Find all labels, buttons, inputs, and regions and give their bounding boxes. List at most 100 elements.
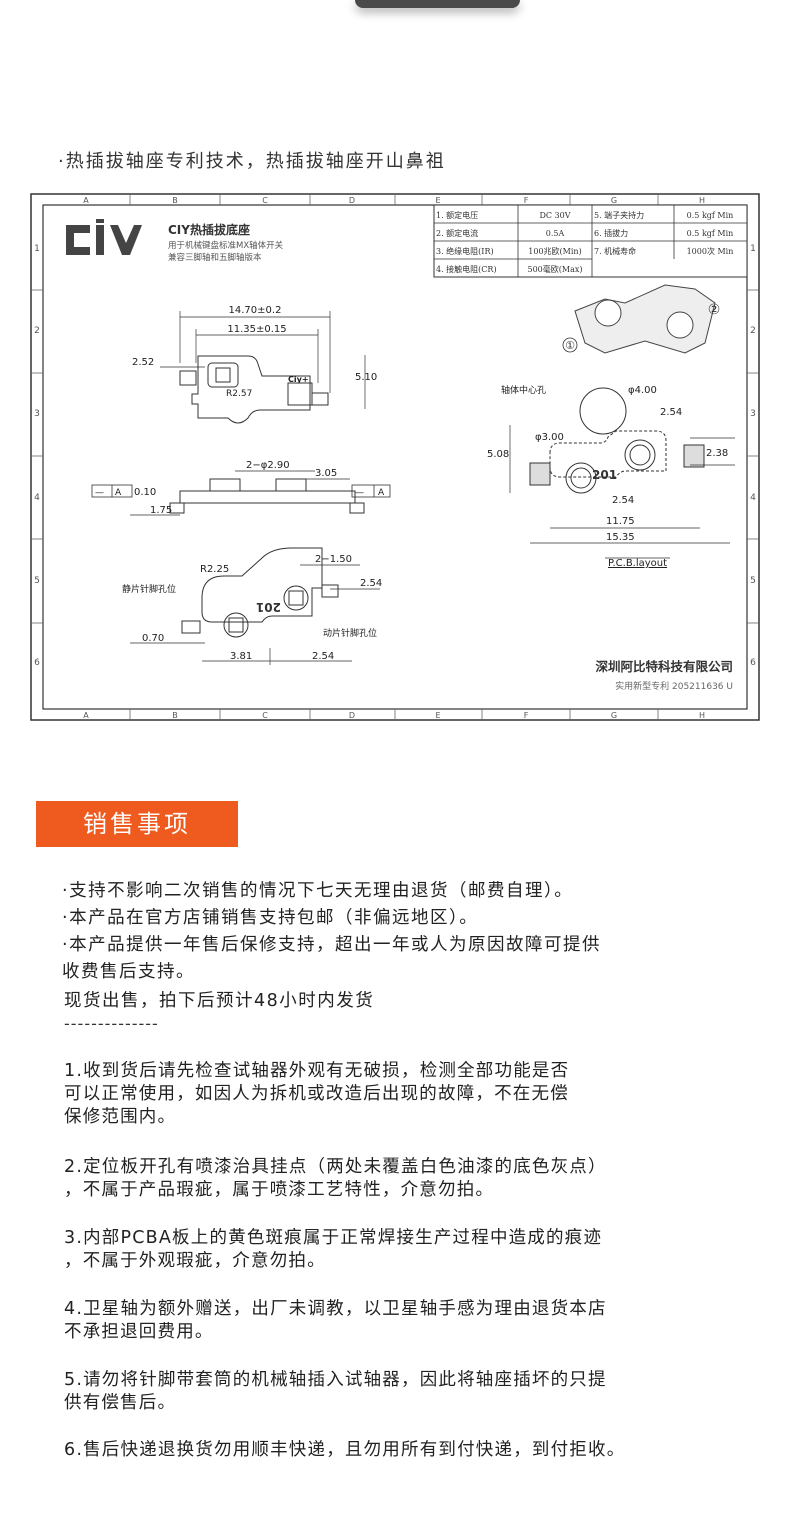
col-label: B [172,711,178,720]
top-view-outline [179,355,329,424]
col-label: H [699,711,705,720]
dim-label: φ4.00 [628,385,657,396]
callout-1: ① [565,339,575,352]
spec-cell: 4. 接触电阻(CR) [436,264,497,274]
spec-cell: 3. 绝缘电阻(IR) [436,246,494,256]
callout-circle [562,337,578,353]
col-label: B [172,196,178,205]
row-label: 2 [750,326,756,336]
spec-table: 1. 额定电压 DC 30V 5. 端子夹持力 0.5 kgf Min 2. 额… [433,204,748,278]
callout-2: ② [708,302,721,318]
dim-label: 2.54 [360,578,382,589]
dim-label: 2.54 [612,495,634,506]
datum-label: A [378,488,385,498]
note-1-line: 可以正常使用，如因人为拆机或改造后出现的故障，不在无偿 [64,1084,569,1104]
col-label: H [699,196,705,205]
dim-label: 5.08 [487,449,509,460]
static-pin-label: 静片针脚孔位 [122,583,176,595]
row-label: 1 [34,244,40,254]
spec-cell: 500毫欧(Max) [528,264,583,274]
part-mark: 201 [592,468,617,482]
dim-label: 3.05 [315,468,337,479]
col-label: E [435,196,440,205]
note-3-line: 3.内部PCBA板上的黄色斑痕属于正常焊接生产过程中造成的痕迹 [64,1228,603,1248]
ciy-mark: Ciy+ [288,375,309,384]
spec-cell: 6. 插拔力 [594,228,628,238]
sales-line: ·本产品提供一年售后保修支持，超出一年或人为原因故障可提供 [62,935,602,955]
center-hole-label: 轴体中心孔 [501,384,546,396]
sales-line: ·本产品在官方店铺销售支持包邮（非偏远地区）。 [62,908,479,928]
note-1-line: 保修范围内。 [64,1107,177,1127]
dim-label: 2.38 [706,448,728,459]
row-label: 4 [34,493,40,503]
row-labels: 1 2 3 4 5 6 1 2 3 4 5 6 [34,244,756,668]
col-label: G [611,711,617,720]
spec-cell: DC 30V [539,211,570,220]
col-label: G [611,196,617,205]
dim-label: 0.10 [134,487,156,498]
row-label: 2 [34,326,40,336]
sales-line: 现货出售，拍下后预计48小时内发货 [64,991,375,1011]
col-label: E [435,711,440,720]
row-label: 3 [34,409,40,419]
col-label: F [524,711,529,720]
dim-label: 1.75 [150,505,172,516]
ciy-logo-icon [66,219,142,255]
dim-label: 2−1.50 [315,554,352,565]
dim-label: 14.70±0.2 [229,305,282,316]
col-label: A [83,196,89,205]
col-label: F [524,196,529,205]
technical-drawing: A B C D E F G H A B C D E F G H 1 2 3 4 … [30,193,760,721]
svg-text:—: — [355,488,364,498]
dim-label: R2.25 [200,564,229,575]
col-label: A [83,711,89,720]
note-2-line: 2.定位板开孔有喷漆治具挂点（两处未覆盖白色油漆的底色灰点） [64,1157,607,1177]
note-5-line: 供有偿售后。 [64,1393,177,1413]
note-1-line: 1.收到货后请先检查试轴器外观有无破损，检测全部功能是否 [64,1061,570,1081]
dim-label: φ3.00 [535,432,564,443]
note-5-line: 5.请勿将针脚带套筒的机械轴插入试轴器，因此将轴座插坏的只提 [64,1370,607,1390]
side-view-dim-lines [130,470,350,516]
col-label: D [349,711,355,720]
patent-tagline: ·热插拔轴座专利技术，热插拔轴座开山鼻祖 [58,151,446,172]
note-6-line: 6.售后快递退换货勿用顺丰快递，且勿用所有到付快递，到付拒收。 [64,1440,626,1460]
datum-label: A [115,488,122,498]
note-4-line: 不承担退回费用。 [64,1322,214,1342]
spec-cell: 1000次 Min [687,246,734,256]
spec-cell: 100兆欧(Min) [528,246,581,256]
grid-ticks [31,194,759,720]
row-label: 3 [750,409,756,419]
dim-label: 3.81 [230,651,252,662]
dim-label: 11.35±0.15 [227,324,286,335]
note-3-line: ，不属于外观瑕疵，介意勿拍。 [64,1251,326,1271]
spec-cell: 0.5 kgf Min [687,229,734,238]
pcb-layout-label: P.C.B.layout [608,558,667,569]
row-label: 5 [750,576,756,586]
drawing-frame [30,193,760,721]
sales-line: ·支持不影响二次销售的情况下七天无理由退货（邮费自理）。 [62,881,574,901]
product-photo-bottom-edge [355,0,520,8]
column-labels: A B C D E F G H A B C D E F G H [83,196,705,720]
spec-cell: 0.5A [546,229,565,238]
spec-cell: 0.5 kgf Min [687,211,734,220]
spec-cell: 1. 额定电压 [436,210,478,220]
dim-label: 15.35 [606,532,635,543]
row-label: 6 [34,658,40,668]
svg-text:—: — [95,488,104,498]
patent-number: 实用新型专利 205211636 U [615,680,733,692]
company-name: 深圳阿比特科技有限公司 [595,659,733,674]
note-4-line: 4.卫星轴为额外赠送，出厂未调教，以卫星轴手感为理由退货本店 [64,1299,607,1319]
pcb-layout [529,387,705,494]
top-view-dim-lines [160,311,366,409]
dim-label: 2.52 [132,357,154,368]
section-title-sales: 销售事项 [36,801,238,847]
dim-label: R2.57 [226,389,252,399]
note-2-line: ，不属于产品瑕疵，属于喷漆工艺特性，介意勿拍。 [64,1180,495,1200]
datum-box [351,484,391,498]
product-title: CIY热插拔底座 [168,222,250,237]
row-label: 1 [750,244,756,254]
row-label: 6 [750,658,756,668]
moving-pin-label: 动片针脚孔位 [323,627,377,639]
dim-label: 11.75 [606,516,635,527]
spec-cell: 7. 机械寿命 [594,246,636,256]
